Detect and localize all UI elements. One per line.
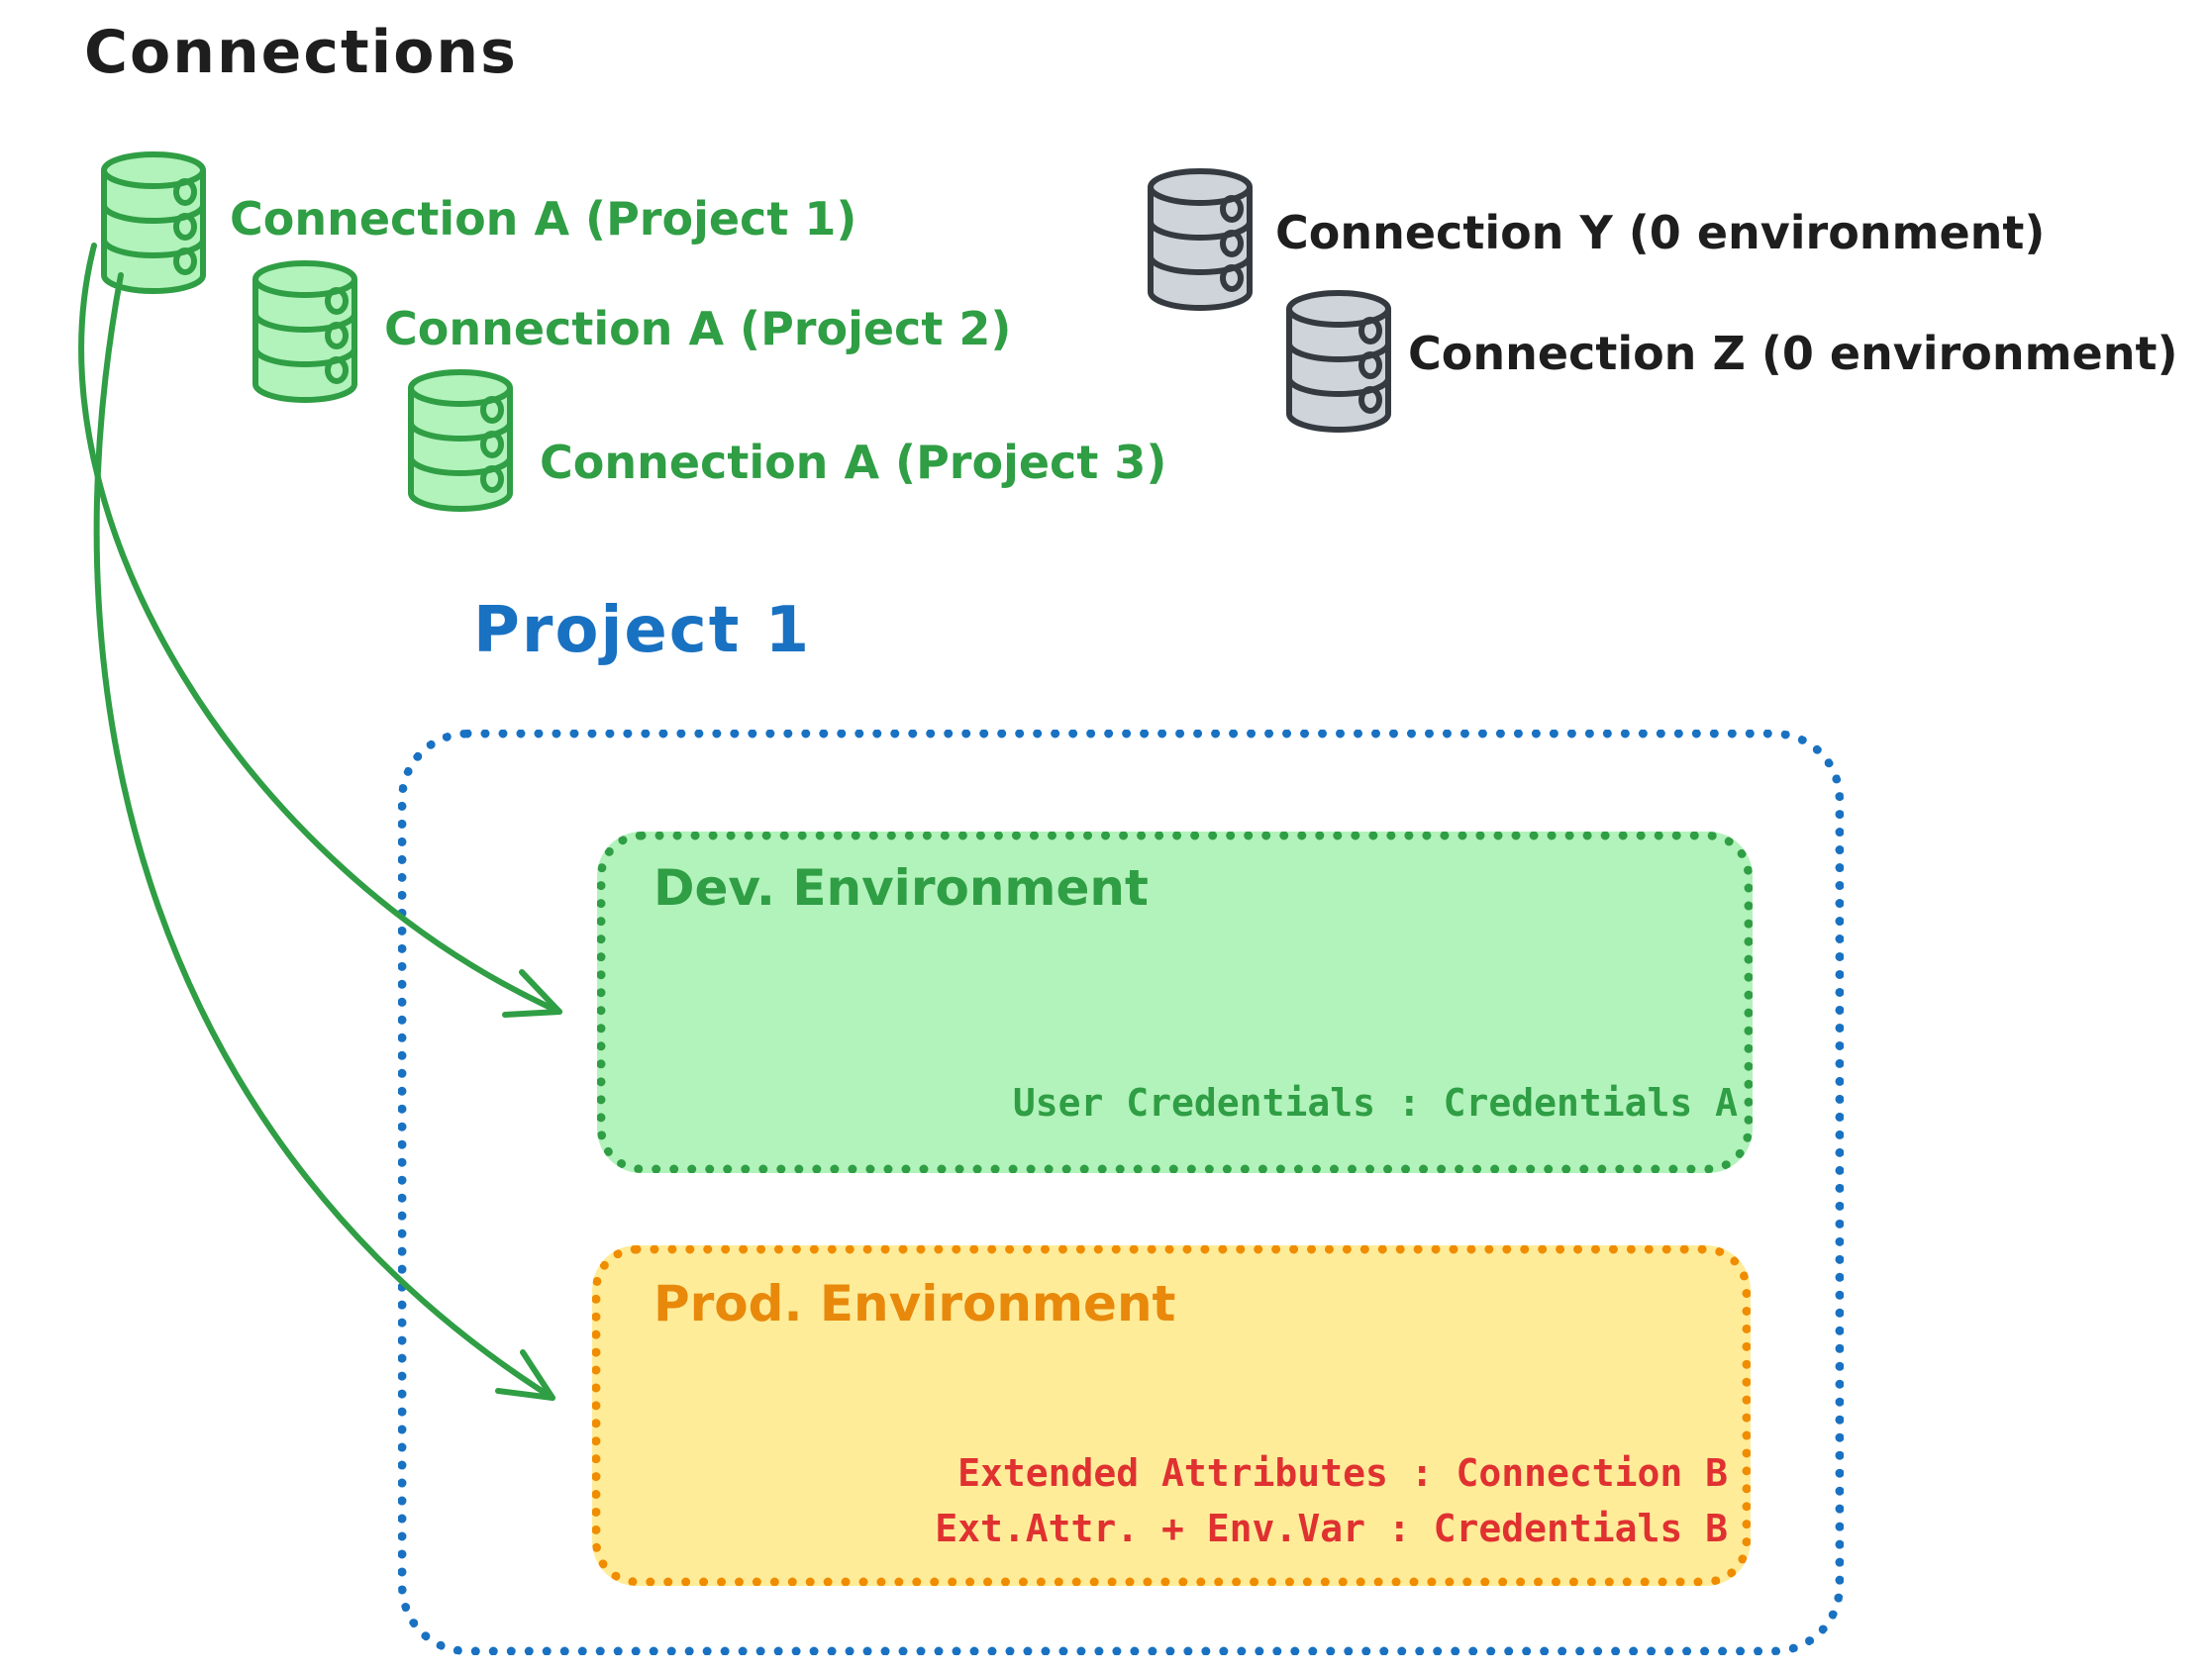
database-icon: [401, 364, 520, 515]
connection-a-project1-label: Connection A (Project 1): [230, 192, 857, 246]
database-icon: [246, 255, 364, 406]
prod-credentials-mappings: Extended Attributes : Connection B Ext.A…: [935, 1445, 1728, 1556]
database-icon: [1279, 285, 1398, 436]
prod-mapping-line: Ext.Attr. + Env.Var : Credentials B: [935, 1507, 1728, 1550]
prod-environment-title: Prod. Environment: [654, 1275, 1176, 1332]
connection-a-project3-label: Connection A (Project 3): [540, 436, 1167, 489]
project-title: Project 1: [473, 594, 812, 667]
connection-z-label: Connection Z (0 environment): [1408, 327, 2178, 380]
dev-environment-box: [597, 832, 1753, 1173]
dev-credentials-mapping: User Credentials : Credentials A: [1012, 1081, 1738, 1125]
diagram-title: Connections: [84, 18, 518, 87]
prod-mapping-line: Extended Attributes : Connection B: [957, 1451, 1728, 1495]
dev-environment-title: Dev. Environment: [654, 859, 1149, 917]
connection-y-label: Connection Y (0 environment): [1275, 206, 2046, 259]
database-icon: [94, 147, 213, 297]
connection-a-project2-label: Connection A (Project 2): [384, 302, 1012, 355]
database-icon: [1141, 163, 1259, 314]
prod-environment-box: [592, 1245, 1751, 1586]
